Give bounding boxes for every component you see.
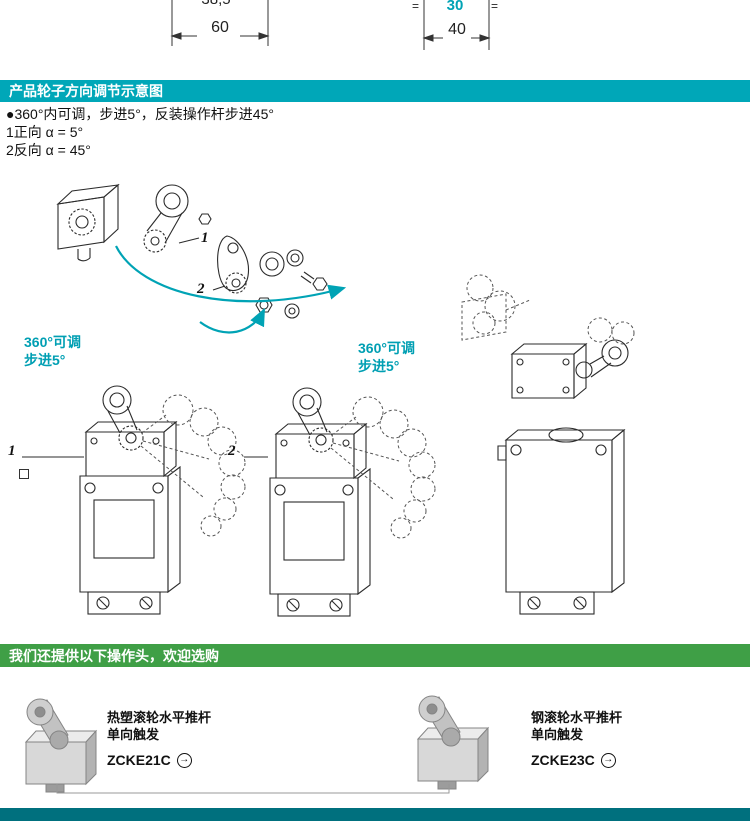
arrow-glyph: → (603, 754, 614, 765)
product-2-code[interactable]: ZCKE23C (531, 752, 595, 768)
dim-right-upper-label: 30 (446, 0, 464, 14)
product-2-trigger: 单向触发 (531, 727, 584, 742)
dimension-lines-illustration (170, 0, 491, 50)
heads-section-title-bar: 我们还提供以下操作头，欢迎选购 (0, 644, 750, 667)
rotation-arrow-curves (115, 245, 347, 334)
product-1-name: 热塑滚轮水平推杆 (107, 710, 212, 725)
adjust-reverse-line: 2反向 α = 45° (6, 142, 91, 158)
rotate-label-middle: 360°可调 步进5° (358, 339, 415, 375)
bottom-strip (0, 808, 750, 821)
dim-left-upper-label: 38,5 (190, 0, 242, 8)
switch-right-exploded (497, 339, 629, 615)
rotate-label-middle-line2: 步进5° (358, 358, 400, 374)
product-2-code-link[interactable]: ZCKE23C → (531, 752, 706, 768)
switch-middle (269, 387, 371, 617)
dim-right-lower-label: 40 (448, 21, 466, 38)
ghost-positions-left (140, 394, 246, 537)
product-1-info: 热塑滚轮水平推杆 单向触发 ZCKE21C → (107, 709, 282, 768)
arrow-glyph: → (179, 754, 190, 765)
product-1-code-link[interactable]: ZCKE21C → (107, 752, 282, 768)
product-photo-left (24, 698, 98, 793)
callout-exploded-1: 1 (201, 230, 209, 246)
rotate-label-left: 360°可调 步进5° (24, 333, 81, 369)
arrow-circle-icon[interactable]: → (176, 752, 192, 768)
heads-section-title: 我们还提供以下操作头，欢迎选购 (9, 647, 219, 664)
adjust-section-title: 产品轮子方向调节示意图 (9, 83, 163, 99)
product-1-trigger: 单向触发 (107, 727, 160, 742)
callout-exploded-2: 2 (197, 281, 205, 297)
product-2-info: 钢滚轮水平推杆 单向触发 ZCKE23C → (531, 709, 706, 768)
rotate-label-left-line1: 360°可调 (24, 334, 81, 350)
centerline-eq-left: = (412, 0, 420, 13)
dim-left-lower-label: 60 (211, 19, 229, 36)
product-connector-bracket (56, 784, 450, 794)
adjust-bullet-line: ●360°内可调，步进5°，反装操作杆步进45° (6, 106, 274, 122)
product-photo-right (417, 695, 489, 790)
rotate-label-left-line2: 步进5° (24, 352, 66, 368)
arrow-circle-icon[interactable]: → (600, 752, 616, 768)
adjustment-diagram-illustration (22, 183, 635, 617)
product-2-name: 钢滚轮水平推杆 (531, 710, 623, 725)
centerline-eq-right: = (490, 0, 498, 13)
legend-square (19, 469, 29, 479)
switch-left (79, 385, 181, 615)
adjust-section-title-bar: 产品轮子方向调节示意图 (0, 80, 750, 102)
rotate-label-middle-line1: 360°可调 (358, 340, 415, 356)
callout-switch-1: 1 (8, 443, 16, 459)
ghost-positions-middle (330, 396, 436, 539)
ghost-positions-right (461, 274, 635, 345)
adjust-forward-line: 1正向 α = 5° (6, 124, 84, 140)
exploded-view (56, 183, 328, 319)
accessory-heads-illustration (24, 695, 489, 794)
dim-right-upper-row: = 30 = (412, 0, 498, 14)
callout-switch-2: 2 (228, 443, 236, 459)
product-1-code[interactable]: ZCKE21C (107, 752, 171, 768)
